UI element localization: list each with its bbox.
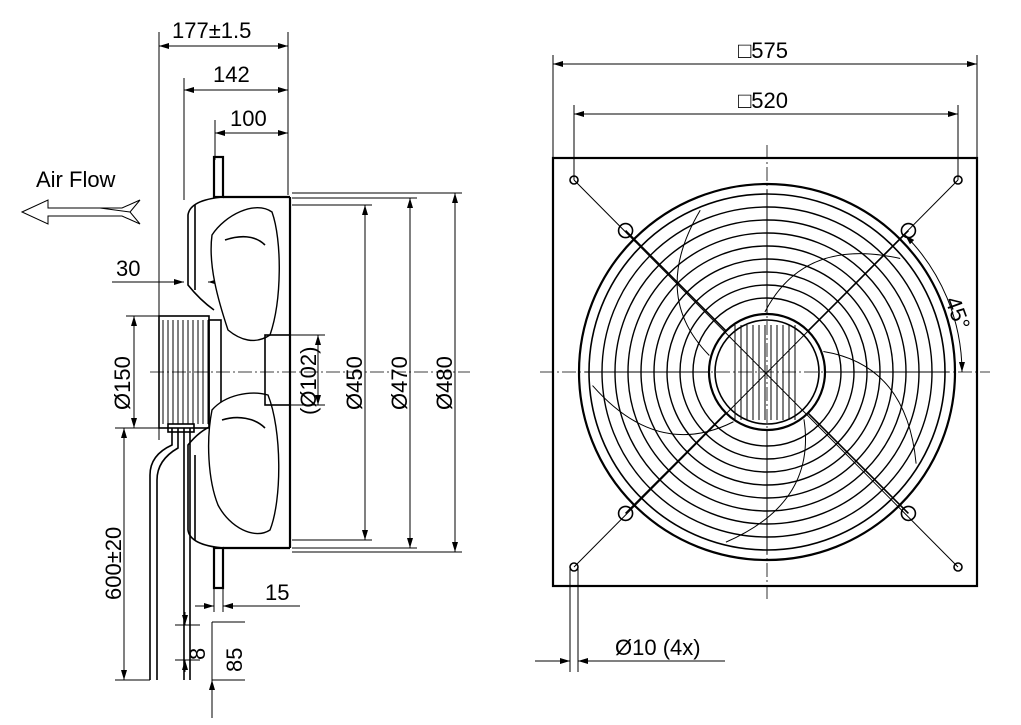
spoke-tab: [617, 222, 634, 239]
fan-guard: [577, 182, 957, 562]
dim-575-label: □575: [738, 38, 788, 63]
blade-edge: [764, 253, 901, 313]
dim-520-label: □520: [738, 88, 788, 113]
dim-d480-label: Ø480: [432, 356, 457, 410]
air-flow-label: Air Flow: [36, 167, 116, 192]
guard-spoke: [807, 412, 909, 514]
dim-d450-label: Ø450: [342, 356, 367, 410]
dim-177: 177±1.5: [158, 18, 289, 440]
fan-blades-side: [207, 207, 291, 535]
side-view: Air Flow 177±1.5 142 100 30: [20, 18, 470, 718]
air-flow-arrow: Air Flow: [20, 167, 141, 225]
blade-edge: [725, 419, 806, 543]
dim-142: 142: [183, 62, 288, 200]
hole-bottom-right: [953, 562, 963, 572]
dim-8-label: 8: [185, 648, 210, 660]
dim-45deg-label: 45°: [940, 293, 975, 333]
dim-600-label: 600±20: [101, 527, 126, 600]
cables: [149, 423, 195, 680]
guard-spoke: [625, 412, 727, 514]
guard-spoke: [625, 230, 727, 332]
dim-d102-label: (Ø102): [296, 347, 321, 415]
blade-edge: [823, 350, 917, 464]
dim-520: □520: [573, 88, 959, 180]
dim-d470: Ø470: [292, 197, 417, 549]
dim-15: 15: [195, 580, 300, 612]
dim-85-label: 85: [222, 648, 247, 672]
dim-d470-label: Ø470: [387, 356, 412, 410]
dim-d102: (Ø102): [290, 334, 325, 415]
dim-575: □575: [552, 38, 978, 158]
dim-d450: Ø450: [292, 204, 372, 541]
dim-85: 85: [209, 621, 247, 718]
spoke-tab: [617, 505, 634, 522]
dim-d150-label: Ø150: [110, 356, 135, 410]
spoke-tab: [900, 505, 917, 522]
guard-spoke: [807, 230, 909, 332]
dim-d480: Ø480: [292, 192, 462, 553]
dim-142-label: 142: [213, 62, 250, 87]
blade-edge: [592, 385, 734, 436]
dim-30: 30: [112, 256, 228, 285]
blade-edge: [676, 209, 710, 356]
dim-holes: Ø10 (4x): [535, 567, 725, 672]
dim-holes-label: Ø10 (4x): [615, 635, 701, 660]
dim-8: 8: [175, 612, 210, 672]
dim-177-label: 177±1.5: [172, 18, 251, 43]
dim-100: 100: [214, 106, 288, 160]
hole-top-right: [953, 175, 963, 185]
dim-600: 600±20: [101, 427, 165, 681]
dim-100-label: 100: [230, 106, 267, 131]
dim-30-label: 30: [116, 256, 140, 281]
hole-top-left: [569, 175, 579, 185]
dim-15-label: 15: [265, 580, 289, 605]
front-view: □575 □520: [535, 38, 990, 672]
